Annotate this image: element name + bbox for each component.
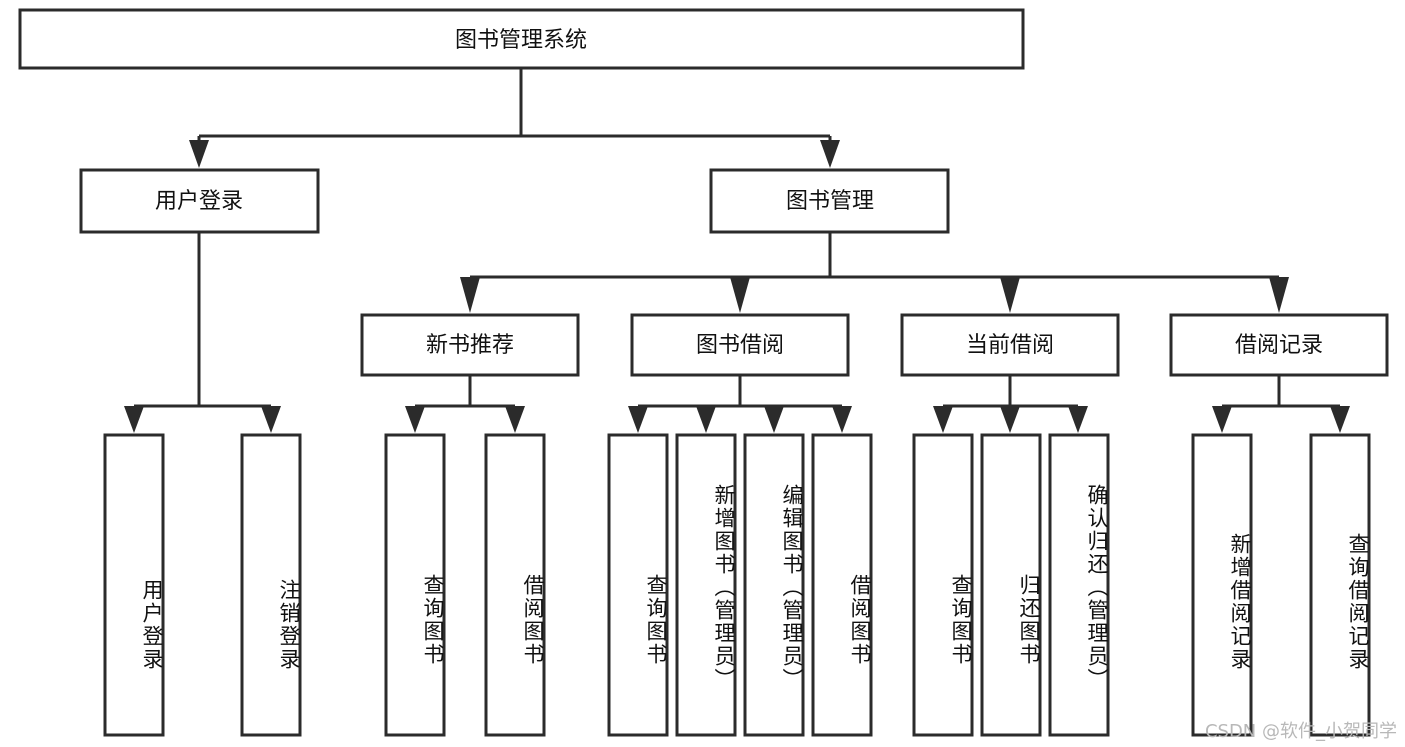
node-leaf-borrow-book-2-box[interactable] — [811, 433, 873, 737]
connector-group-book-borrow — [628, 375, 852, 433]
node-borrow-record-box[interactable] — [1169, 313, 1389, 377]
arrowhead-leaf-query-book-1 — [405, 406, 425, 433]
arrowhead-leaf-return-book — [1000, 406, 1020, 433]
node-book-borrow-box[interactable] — [630, 313, 850, 377]
arrowhead-leaf-query-book-2 — [628, 406, 648, 433]
node-leaf-return-book-box[interactable] — [980, 433, 1042, 737]
arrowhead-leaf-user-login — [124, 406, 144, 433]
node-user-login-box[interactable] — [79, 168, 320, 234]
node-leaf-add-book-box[interactable] — [675, 433, 737, 737]
arrowhead-leaf-edit-book — [764, 406, 784, 433]
arrowhead-leaf-borrow-book-1 — [505, 406, 525, 433]
node-new-book-recommend[interactable]: 新书推荐 — [360, 313, 580, 377]
node-new-book-recommend-label: 新书推荐 — [426, 333, 514, 358]
arrowhead-leaf-query-record — [1330, 406, 1350, 433]
node-new-book-recommend-box[interactable] — [360, 313, 580, 377]
arrowhead-book-borrow — [730, 277, 750, 313]
arrowhead-borrow-record — [1269, 277, 1289, 313]
arrowhead-leaf-confirm-return — [1068, 406, 1088, 433]
node-book-management-box[interactable] — [709, 168, 950, 234]
arrowhead-leaf-add-record — [1212, 406, 1232, 433]
node-root[interactable]: 图书管理系统 — [18, 8, 1025, 70]
node-book-borrow[interactable]: 图书借阅 — [630, 313, 850, 377]
arrowhead-leaf-logout-login — [261, 406, 281, 433]
node-leaf-logout-login-box[interactable] — [240, 433, 302, 737]
node-book-borrow-label: 图书借阅 — [696, 333, 784, 358]
connector-group-root — [189, 68, 840, 168]
node-book-management-label: 图书管理 — [786, 189, 874, 214]
arrowhead-leaf-borrow-book-2 — [832, 406, 852, 433]
connector-group-new-book-recommend — [405, 375, 525, 433]
node-borrow-record[interactable]: 借阅记录 — [1169, 313, 1389, 377]
node-leaf-add-record-box[interactable] — [1191, 433, 1253, 737]
arrowhead-current-borrow — [1000, 277, 1020, 313]
node-borrow-record-label: 借阅记录 — [1235, 333, 1323, 358]
arrowhead-new-book-recommend — [460, 277, 480, 313]
node-leaf-query-book-3-box[interactable] — [912, 433, 974, 737]
node-book-management[interactable]: 图书管理 — [709, 168, 950, 234]
node-leaf-query-record-box[interactable] — [1309, 433, 1371, 737]
node-user-login[interactable]: 用户登录 — [79, 168, 320, 234]
arrowhead-user-login — [189, 140, 209, 168]
node-root-box[interactable] — [18, 8, 1025, 70]
connector-group-book-management — [460, 232, 1289, 313]
node-leaf-edit-book-box[interactable] — [743, 433, 805, 737]
connector-group-user-login — [124, 232, 281, 433]
node-leaf-query-book-2-box[interactable] — [607, 433, 669, 737]
node-root-label: 图书管理系统 — [455, 28, 587, 53]
node-leaf-user-login-box[interactable] — [103, 433, 165, 737]
arrowhead-leaf-add-book — [696, 406, 716, 433]
node-current-borrow-label: 当前借阅 — [966, 333, 1054, 358]
connector-group-current-borrow — [933, 375, 1088, 433]
node-leaf-confirm-return-box[interactable] — [1048, 433, 1110, 737]
node-current-borrow[interactable]: 当前借阅 — [900, 313, 1120, 377]
csdn-watermark: CSDN @软件_小贺同学 — [1204, 721, 1397, 742]
arrowhead-leaf-query-book-3 — [933, 406, 953, 433]
connector-group-borrow-record — [1212, 375, 1350, 433]
node-leaf-query-book-1-box[interactable] — [384, 433, 446, 737]
arrowhead-book-management — [820, 140, 840, 168]
node-current-borrow-box[interactable] — [900, 313, 1120, 377]
node-user-login-label: 用户登录 — [155, 189, 243, 214]
node-leaf-borrow-book-1-box[interactable] — [484, 433, 546, 737]
